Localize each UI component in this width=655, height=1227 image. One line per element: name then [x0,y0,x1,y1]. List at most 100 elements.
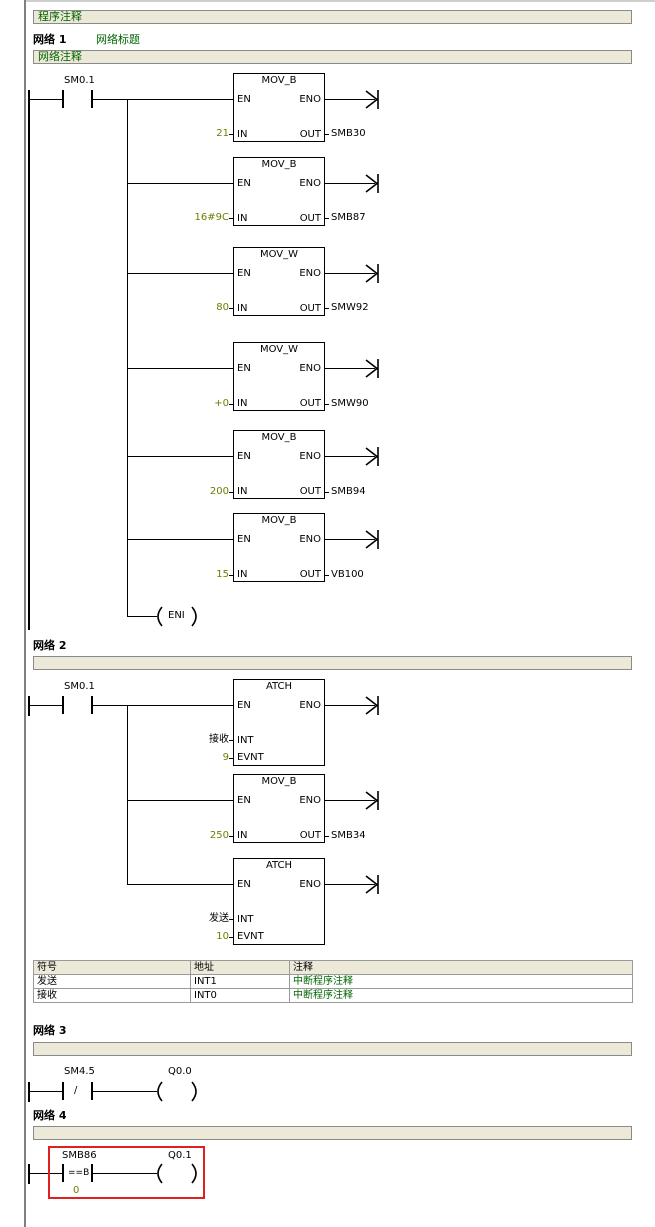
out-stub [325,308,329,309]
out-operand[interactable]: SMB34 [331,830,366,841]
in-label: IN [237,569,248,580]
eno-label: ENO [299,178,321,189]
eno-label: ENO [299,94,321,105]
evnt-label: EVNT [237,931,264,942]
symbol-table: 符号 地址 注释 发送 INT1 中断程序注释 接收 INT0 中断程序注释 [33,960,633,1003]
mov-b-box[interactable]: MOV_B EN ENO IN OUT [233,513,325,582]
mov-w-box[interactable]: MOV_W EN ENO IN OUT [233,247,325,316]
mov-b-box[interactable]: MOV_B EN ENO IN OUT [233,73,325,142]
network-3-comment-bar[interactable] [33,1042,632,1056]
coil-right-paren-icon [191,606,197,627]
in-operand[interactable]: 80 [216,302,229,313]
table-row[interactable]: 发送 INT1 中断程序注释 [33,974,633,989]
out-label: OUT [299,303,321,314]
eno-arrow-icon [365,90,379,109]
coil-left-paren-icon [157,1081,163,1102]
int-label: INT [237,914,254,925]
contact-right-bar[interactable] [91,1164,93,1182]
out-label: OUT [299,213,321,224]
mov-b-box[interactable]: MOV_B EN ENO IN OUT [233,430,325,499]
mov-b-box[interactable]: MOV_B EN ENO IN OUT [233,157,325,226]
rung-wire [127,183,233,184]
out-operand[interactable]: SMW92 [331,302,369,313]
eno-wire [325,800,375,801]
eno-wire [325,456,375,457]
eno-label: ENO [299,795,321,806]
rung-wire [127,456,233,457]
contact-left-bar[interactable] [62,696,64,714]
in-operand[interactable]: 16#9C [194,212,229,223]
network-4-comment-bar[interactable] [33,1126,632,1140]
out-operand[interactable]: SMW90 [331,398,369,409]
network-4-heading[interactable]: 网络 4 [33,1109,67,1122]
eno-wire [325,705,375,706]
box-title: MOV_B [261,432,297,443]
contact-right-bar[interactable] [91,90,93,108]
network-2-comment-bar[interactable] [33,656,632,670]
out-stub [325,134,329,135]
in-operand[interactable]: 21 [216,128,229,139]
network-1-heading[interactable]: 网络 1 [33,33,67,46]
network-1-comment-bar[interactable]: 网络注释 [33,50,632,64]
contact-left-bar[interactable] [62,1164,64,1182]
contact-right-bar[interactable] [91,1082,93,1100]
out-operand[interactable]: VB100 [331,569,364,580]
int-operand[interactable]: 发送 [209,913,229,924]
rung-wire [127,884,233,885]
compare-operand[interactable]: 0 [73,1185,80,1196]
comment-cell[interactable]: 中断程序注释 [289,988,633,1003]
box-title: MOV_W [259,344,299,355]
header-comment[interactable]: 注释 [289,960,633,975]
contact-right-bar[interactable] [91,696,93,714]
in-label: IN [237,486,248,497]
in-label: IN [237,398,248,409]
network-3-contact-label: SM4.5 [64,1066,95,1077]
in-operand[interactable]: 200 [209,486,229,497]
coil-left-paren-icon [157,1163,163,1184]
coil-right-paren-icon [191,1081,197,1102]
out-label: OUT [299,830,321,841]
box-title: ATCH [265,860,293,871]
in-operand[interactable]: 15 [216,569,229,580]
en-label: EN [237,178,251,189]
in-stub [229,758,233,759]
eno-arrow-icon [365,696,379,715]
eno-wire [325,273,375,274]
evnt-label: EVNT [237,752,264,763]
network-4-contact-label: SMB86 [62,1150,97,1161]
power-rail-network-3 [28,1082,30,1102]
out-label: OUT [299,486,321,497]
table-row[interactable]: 接收 INT0 中断程序注释 [33,988,633,1003]
network-3-heading[interactable]: 网络 3 [33,1024,67,1037]
evnt-operand[interactable]: 9 [222,752,229,763]
int-label: INT [237,735,254,746]
out-stub [325,218,329,219]
en-label: EN [237,94,251,105]
in-operand[interactable]: +0 [214,398,229,409]
out-operand[interactable]: SMB30 [331,128,366,139]
out-operand[interactable]: SMB87 [331,212,366,223]
contact-left-bar[interactable] [62,1082,64,1100]
evnt-operand[interactable]: 10 [216,931,229,942]
network-4-coil-label: Q0.1 [168,1150,192,1161]
rung-wire [127,368,233,369]
network-2-heading[interactable]: 网络 2 [33,639,67,652]
network-1-title[interactable]: 网络标题 [96,33,140,46]
contact-left-bar[interactable] [62,90,64,108]
en-label: EN [237,700,251,711]
in-stub [229,404,233,405]
mov-b-box[interactable]: MOV_B EN ENO IN OUT [233,774,325,843]
in-operand[interactable]: 250 [209,830,229,841]
eno-arrow-icon [365,447,379,466]
in-stub [229,218,233,219]
program-comment-bar[interactable]: 程序注释 [33,10,632,24]
out-stub [325,575,329,576]
eno-wire [325,183,375,184]
atch-box[interactable]: ATCH EN ENO INT EVNT [233,679,325,766]
out-operand[interactable]: SMB94 [331,486,366,497]
atch-box[interactable]: ATCH EN ENO INT EVNT [233,858,325,945]
header-address[interactable]: 地址 [190,960,290,975]
mov-w-box[interactable]: MOV_W EN ENO IN OUT [233,342,325,411]
int-operand[interactable]: 接收 [209,734,229,745]
power-rail-network-4 [28,1164,30,1184]
